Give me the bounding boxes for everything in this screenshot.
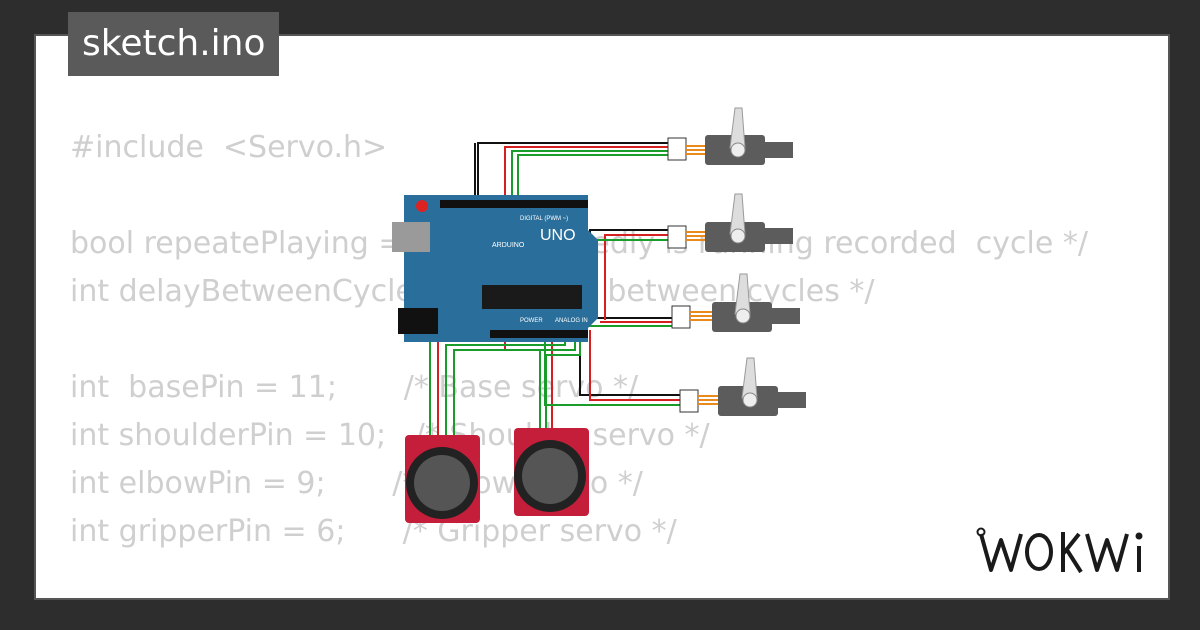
analog-label: ANALOG IN <box>555 318 588 324</box>
board-model: UNO <box>540 227 576 244</box>
board-label: ARDUINO <box>492 242 525 249</box>
code-line: #include <Servo.h> <box>70 130 388 165</box>
reset-button[interactable] <box>416 200 428 212</box>
power-analog-header <box>490 330 588 338</box>
wire-signal <box>545 332 581 432</box>
wire-gnd <box>579 320 680 396</box>
wire-vcc <box>589 330 680 401</box>
usb-port <box>392 222 430 252</box>
digital-header <box>440 200 588 208</box>
wokwi-logo <box>976 527 1143 574</box>
servo-shoulder[interactable] <box>667 193 793 252</box>
code-line: int basePin = 11; /* Base servo */ <box>70 370 639 405</box>
wire-gnd <box>477 142 670 200</box>
wire-vcc <box>437 332 561 440</box>
filename-tag: sketch.ino <box>68 12 280 76</box>
wire-vcc <box>604 234 670 320</box>
servo-elbow[interactable] <box>671 273 800 332</box>
atmega-chip <box>482 285 582 309</box>
power-label: POWER <box>520 318 543 324</box>
digital-header-label: DIGITAL (PWM ~) <box>520 216 568 222</box>
joystick-2[interactable] <box>514 428 589 516</box>
code-line: int gripperPin = 6; /* Gripper servo */ <box>70 514 677 549</box>
servo-gripper[interactable] <box>679 357 806 416</box>
servo-base[interactable] <box>667 107 793 165</box>
code-line: int shoulderPin = 10; /* Shoulder servo … <box>70 418 710 453</box>
wire-gnd <box>589 229 670 320</box>
arduino-uno-board[interactable]: UNO ARDUINO DIGITAL (PWM ~) POWER ANALOG… <box>392 195 598 342</box>
wire-signal <box>453 332 576 440</box>
wire-signal <box>429 329 500 440</box>
joystick-1[interactable] <box>405 435 480 523</box>
preview-card: #include <Servo.h>bool repeatePlaying = … <box>34 34 1170 600</box>
power-jack <box>398 308 438 334</box>
